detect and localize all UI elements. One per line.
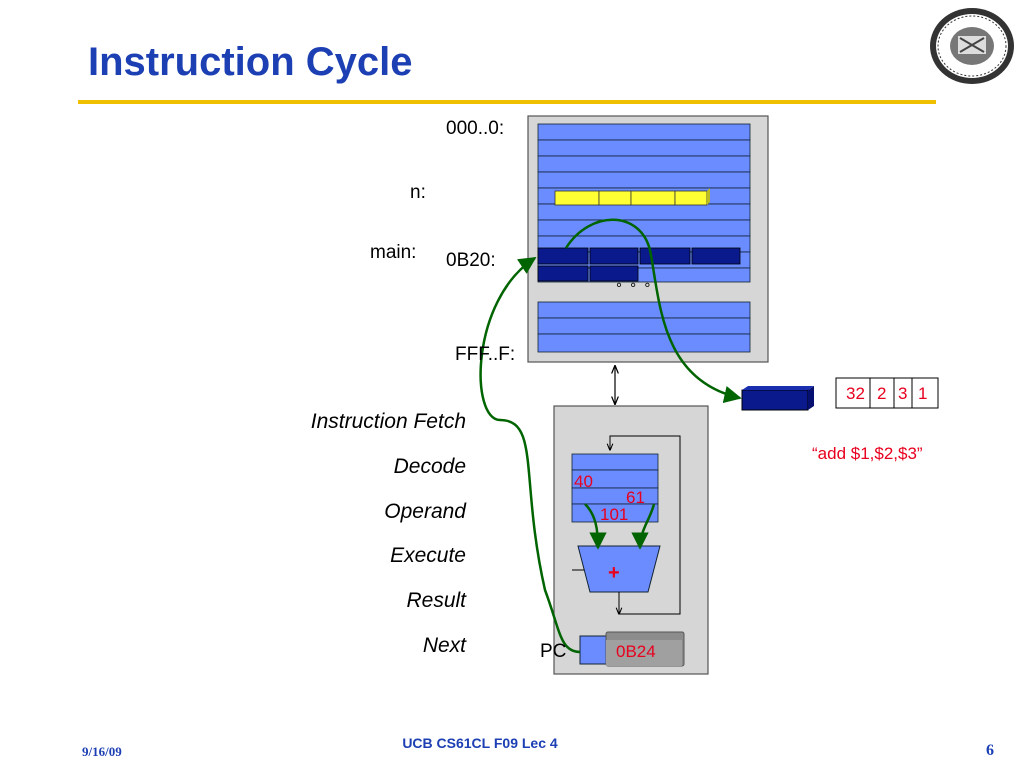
register-value-40: 40 [574,472,593,491]
footer-date: 9/16/09 [82,744,122,759]
title-divider [78,100,936,104]
data-words-n [554,188,710,206]
fetch-arrow [564,218,742,404]
register-value-101: 101 [600,505,629,524]
address-bottom-label: FFF..F: [455,344,516,365]
memory-block [527,115,769,363]
instruction-register [741,386,814,411]
alu-op-plus: + [608,562,620,584]
memory-ellipsis-text: ° ° ° [616,280,653,297]
pc-to-memory-arrow [479,256,581,654]
step-decode: Decode [393,455,466,478]
instruction-words-main [537,247,741,282]
field-rd: 1 [918,384,928,403]
footer-course: UCB CS61CL F09 Lec 4 [402,735,558,751]
assembly-text: “add $1,$2,$3” [812,444,923,463]
field-opcode: 32 [846,384,865,403]
operand-arrow-2 [631,503,656,550]
field-rs: 2 [877,384,887,403]
step-operand: Operand [384,500,466,523]
cpu-block [553,405,709,675]
memory-rows-bottom [537,301,751,353]
pc-label: PC [540,641,567,662]
step-execute: Execute [390,544,466,567]
pc-value: 0B24 [616,642,656,661]
university-seal-icon [930,8,1014,84]
address-top-label: 000..0: [446,118,505,139]
step-instruction-fetch: Instruction Fetch [310,410,466,433]
slide-title: Instruction Cycle [88,40,413,84]
operand-arrow-1 [584,503,607,550]
register-value-61: 61 [626,488,645,507]
field-rt: 3 [898,384,908,403]
instruction-fields [835,377,939,409]
footer-page-number: 6 [986,742,994,759]
step-result: Result [406,589,466,612]
pc-register [579,635,611,665]
address-main-label: 0B20: [446,250,496,271]
label-n: n: [410,182,426,203]
step-next: Next [422,634,466,657]
label-main: main: [370,242,417,263]
